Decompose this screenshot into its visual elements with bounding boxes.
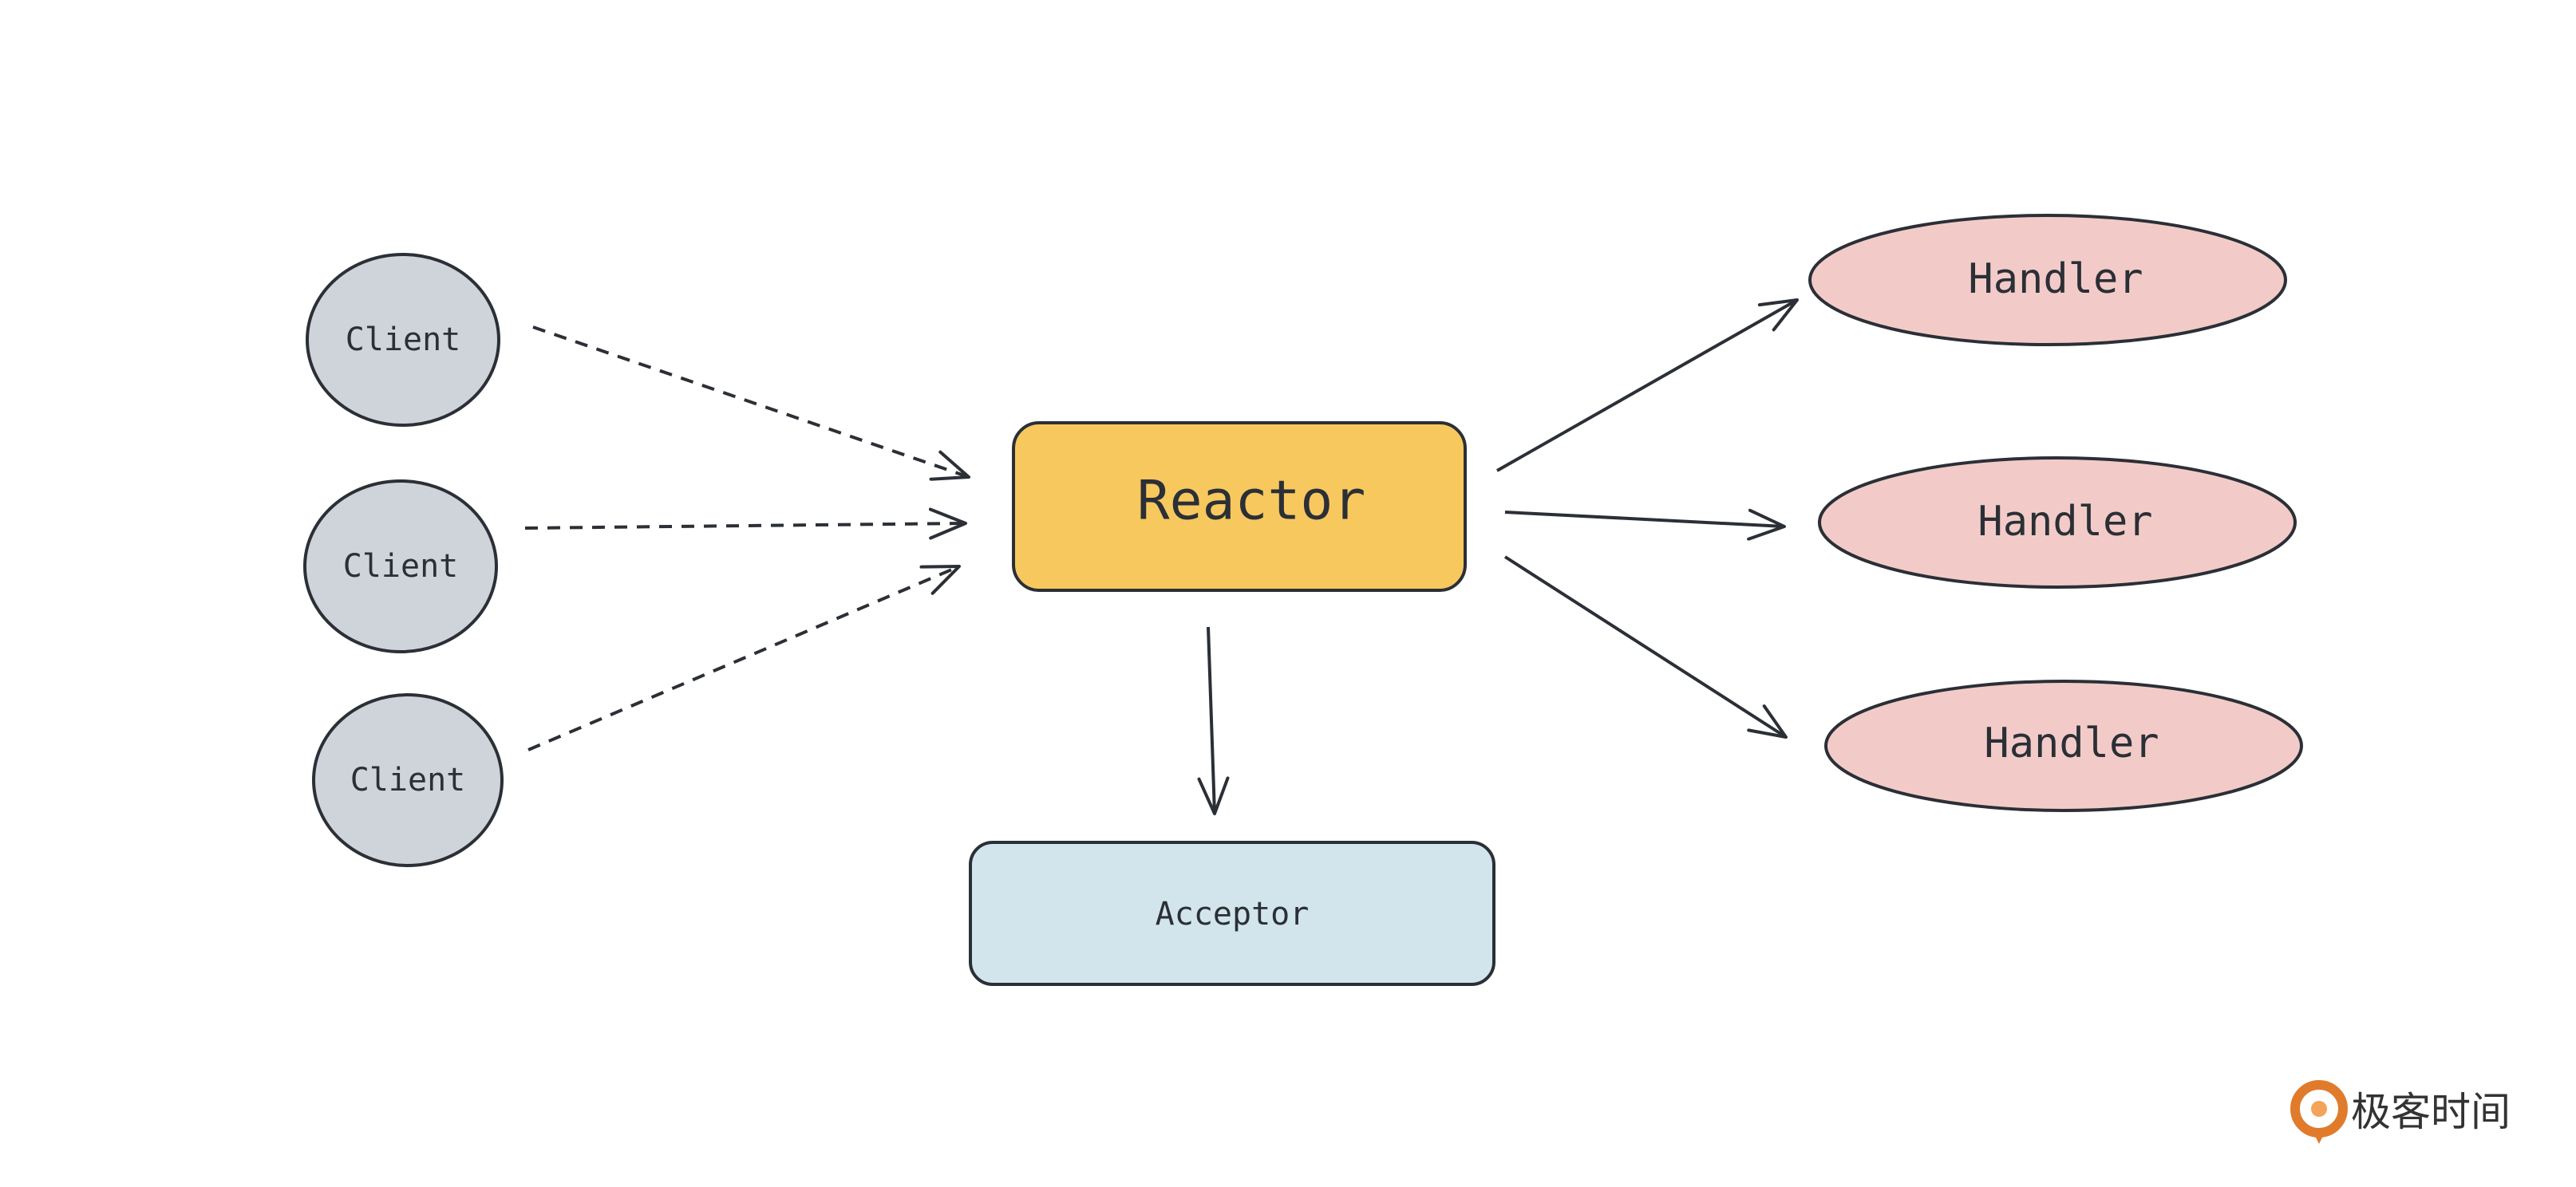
- acceptor-label: Acceptor: [1156, 896, 1310, 933]
- handler-node: Handler: [1824, 680, 2303, 812]
- edge-reactor-handler-3: [1503, 555, 1788, 739]
- edge-reactor-acceptor: [1197, 626, 1230, 815]
- geektime-logo-icon: [2290, 1080, 2348, 1144]
- edge-reactor-handler-2: [1504, 508, 1786, 541]
- acceptor-node: Acceptor: [969, 841, 1495, 986]
- client-label: Client: [346, 321, 461, 358]
- client-node: Client: [306, 253, 500, 427]
- handler-node: Handler: [1808, 214, 2287, 346]
- handler-node: Handler: [1818, 456, 2297, 589]
- edge-client-2-reactor: [524, 507, 967, 540]
- handler-label: Handler: [1968, 255, 2143, 303]
- client-node: Client: [303, 479, 498, 653]
- edge-client-1-reactor: [532, 325, 970, 481]
- client-label: Client: [343, 548, 459, 585]
- handler-label: Handler: [1984, 720, 2159, 767]
- brand-text: 极客时间: [2351, 1089, 2511, 1135]
- handler-label: Handler: [1977, 498, 2152, 546]
- client-label: Client: [350, 762, 466, 799]
- edge-reactor-handler-1: [1496, 298, 1799, 472]
- client-node: Client: [312, 693, 504, 867]
- reactor-label: Reactor: [1137, 470, 1366, 533]
- edge-client-3-reactor: [527, 565, 961, 751]
- reactor-node: Reactor: [1012, 421, 1467, 592]
- edges: [524, 298, 1799, 815]
- brand-watermark: 极客时间: [2290, 1080, 2511, 1144]
